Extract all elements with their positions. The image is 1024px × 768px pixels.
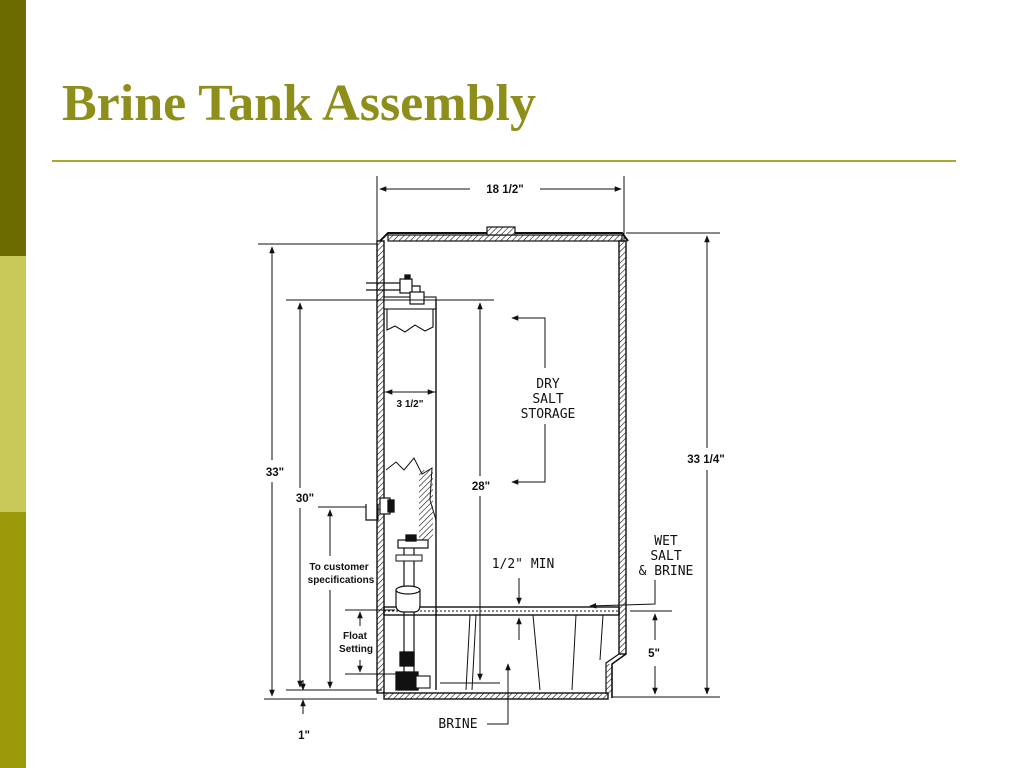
tank-body xyxy=(376,226,629,700)
label-height-30: 30" xyxy=(296,493,314,505)
label-one-inch: 1" xyxy=(298,730,310,742)
label-customer-2: specifications xyxy=(308,575,375,586)
label-well-width: 3 1/2" xyxy=(397,399,424,410)
sidebar-band-bottom xyxy=(0,512,26,768)
label-height-28: 28" xyxy=(472,481,490,493)
dimension-lines xyxy=(258,176,720,725)
label-wet-salt-1: WET xyxy=(654,534,678,549)
title-underline xyxy=(52,160,956,162)
label-float-2: Setting xyxy=(339,644,373,655)
label-float-1: Float xyxy=(343,631,368,642)
slide-title: Brine Tank Assembly xyxy=(62,75,536,132)
label-wet-salt-2: SALT xyxy=(650,549,681,564)
label-dry-salt-1: DRY xyxy=(536,377,560,392)
label-half-min: 1/2" MIN xyxy=(492,557,555,572)
sidebar-band-top xyxy=(0,0,26,256)
label-five-inch: 5" xyxy=(648,648,660,660)
sidebar-band-middle xyxy=(0,256,26,512)
label-width-top: 18 1/2" xyxy=(486,184,523,196)
label-customer-1: To customer xyxy=(309,562,368,573)
label-wet-salt-3: & BRINE xyxy=(639,564,694,579)
label-dry-salt-3: STORAGE xyxy=(521,407,576,422)
brine-well xyxy=(365,274,437,691)
label-brine: BRINE xyxy=(438,717,477,732)
label-height-33-quarter: 33 1/4" xyxy=(687,454,724,466)
label-dry-salt-2: SALT xyxy=(532,392,563,407)
label-height-33: 33" xyxy=(266,467,284,479)
